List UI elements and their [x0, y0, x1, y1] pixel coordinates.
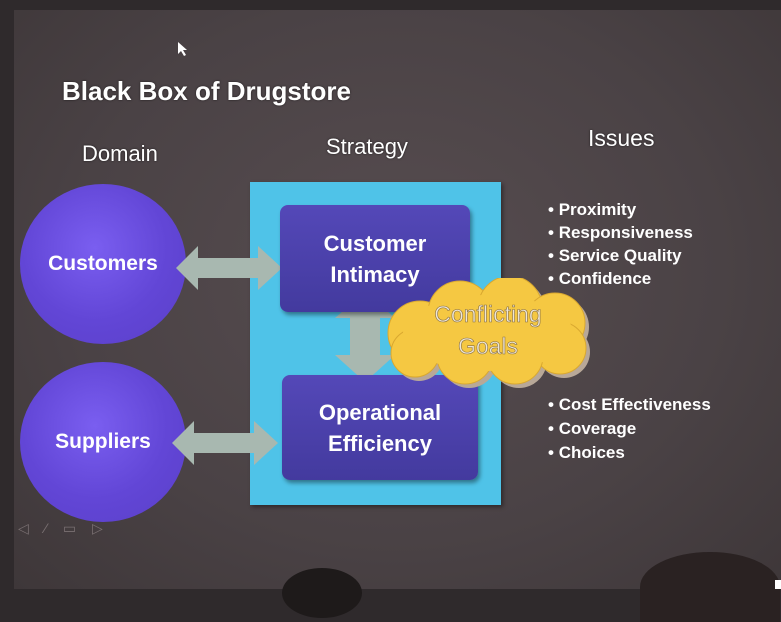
suppliers-arrow-icon — [172, 421, 278, 465]
vertical-arrow-icon — [335, 292, 395, 382]
cloud-shape — [387, 278, 590, 388]
mouse-cursor-icon — [178, 42, 187, 56]
operational-efficiency-line1: Operational — [318, 399, 442, 425]
conflicting-goals-label: Conflicting Goals — [398, 298, 578, 362]
suppliers-circle: Suppliers — [20, 362, 186, 522]
operational-efficiency-line2: Efficiency — [328, 430, 432, 456]
arrows-layer — [172, 246, 395, 465]
issue-item: Confidence — [548, 267, 693, 290]
customers-label: Customers — [48, 252, 158, 275]
header-strategy: Strategy — [326, 134, 408, 159]
issue-item: Choices — [548, 441, 711, 465]
conflict-line2: Goals — [457, 333, 519, 360]
image-edge — [775, 580, 781, 589]
issue-item: Cost Effectiveness — [548, 393, 711, 417]
slide-nav-controls-icon: ◁ ⁄ ▭ ▷ — [18, 520, 109, 536]
conflict-line1: Conflicting — [434, 301, 542, 328]
issues-bottom-list: Cost Effectiveness Coverage Choices — [548, 393, 711, 465]
issue-item: Responsiveness — [548, 221, 693, 244]
operational-efficiency-box: Operational Efficiency — [282, 375, 478, 480]
issue-item: Proximity — [548, 198, 693, 221]
audience-head — [640, 552, 780, 622]
suppliers-label: Suppliers — [55, 430, 151, 453]
issue-item: Coverage — [548, 417, 711, 441]
audience-head — [282, 568, 362, 618]
customers-circle: Customers — [20, 184, 186, 344]
slide-title: Black Box of Drugstore — [62, 76, 351, 106]
issue-item: Service Quality — [548, 244, 693, 267]
customer-intimacy-line1: Customer — [323, 230, 427, 256]
customers-arrow-icon — [176, 246, 282, 290]
issues-top-list: Proximity Responsiveness Service Quality… — [548, 198, 693, 290]
customer-intimacy-line2: Intimacy — [330, 261, 420, 287]
header-issues: Issues — [588, 125, 655, 151]
header-domain: Domain — [82, 141, 158, 166]
